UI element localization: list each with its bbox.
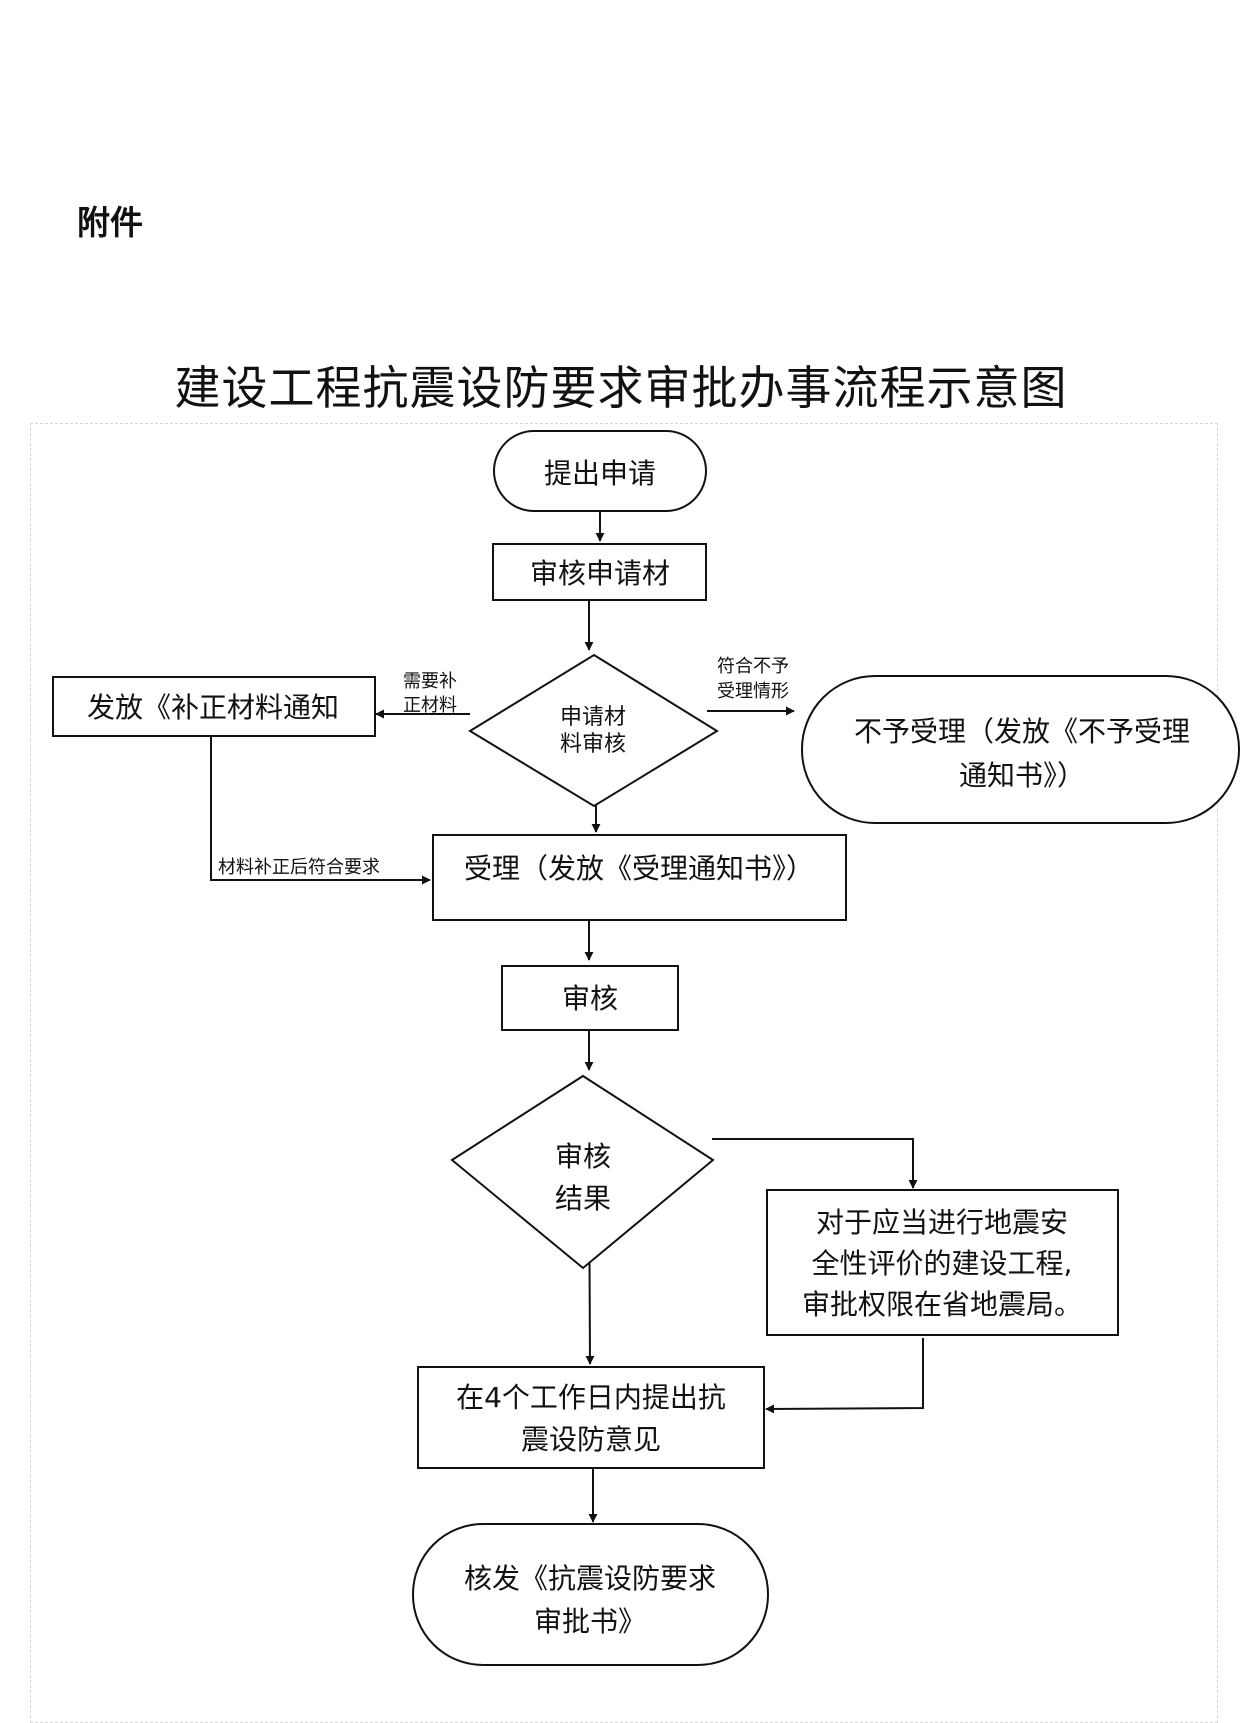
edge-label-supplement-ok: 材料补正后符合要求	[218, 857, 380, 878]
node-accept	[432, 834, 847, 921]
label-issue-line1: 核发《抗震设防要求	[464, 1562, 716, 1595]
edge-label-not-accept-line1: 符合不予	[717, 656, 789, 677]
label-reject-line1: 不予受理（发放《不予受理	[854, 715, 1190, 748]
edge-decision2-to-note	[712, 1138, 918, 1189]
edge-labels: 需要补 正材料 符合不予 受理情形 材料补正后符合要求	[218, 656, 789, 878]
node-submit	[493, 430, 707, 512]
label-submit: 提出申请	[544, 457, 656, 490]
edge-label-need-supplement-line1: 需要补	[403, 671, 457, 692]
node-decision2	[450, 1074, 715, 1270]
label-supplement: 发放《补正材料通知	[87, 691, 339, 724]
node-labels: 提出申请 审核申请材 申请材 料审核 发放《补正材料通知 不予受理（发放《不予受…	[87, 457, 1190, 1638]
flow-edges	[210, 511, 924, 1523]
label-accept: 受理（发放《受理通知书》）	[464, 852, 814, 885]
label-opinion-line1: 在4个工作日内提出抗	[456, 1381, 726, 1414]
node-opinion	[417, 1366, 765, 1469]
label-decision2-line2: 结果	[555, 1182, 611, 1215]
node-reject	[801, 675, 1240, 824]
label-reject-line2: 通知书》）	[959, 759, 1085, 792]
label-note-line2: 全性评价的建设工程,	[812, 1247, 1073, 1280]
attachment-label: 附件	[77, 203, 143, 242]
label-audit: 审核	[562, 982, 618, 1015]
label-note-line3: 审批权限在省地震局。	[802, 1288, 1082, 1321]
flow-nodes	[52, 430, 1240, 1666]
node-decision1	[468, 653, 719, 808]
edge-label-need-supplement-line2: 正材料	[403, 695, 457, 716]
label-review-materials: 审核申请材	[530, 557, 670, 590]
node-audit	[501, 965, 679, 1031]
node-review-materials	[492, 543, 707, 601]
edge-label-not-accept-line2: 受理情形	[717, 681, 789, 702]
label-opinion-line2: 震设防意见	[521, 1423, 661, 1456]
node-supplement	[52, 676, 376, 737]
label-decision1-line1: 申请材	[560, 705, 626, 730]
edge-note-to-opinion	[765, 1338, 924, 1414]
label-decision2-line1: 审核	[555, 1140, 611, 1173]
node-issue	[412, 1523, 769, 1666]
label-decision1-line2: 料审核	[560, 732, 626, 757]
label-issue-line2: 审批书》	[534, 1605, 646, 1638]
label-note-line1: 对于应当进行地震安	[816, 1206, 1068, 1239]
node-note	[766, 1189, 1119, 1336]
edge-supplement-to-accept	[210, 736, 431, 885]
page-title: 建设工程抗震设防要求审批办事流程示意图	[174, 361, 1068, 415]
